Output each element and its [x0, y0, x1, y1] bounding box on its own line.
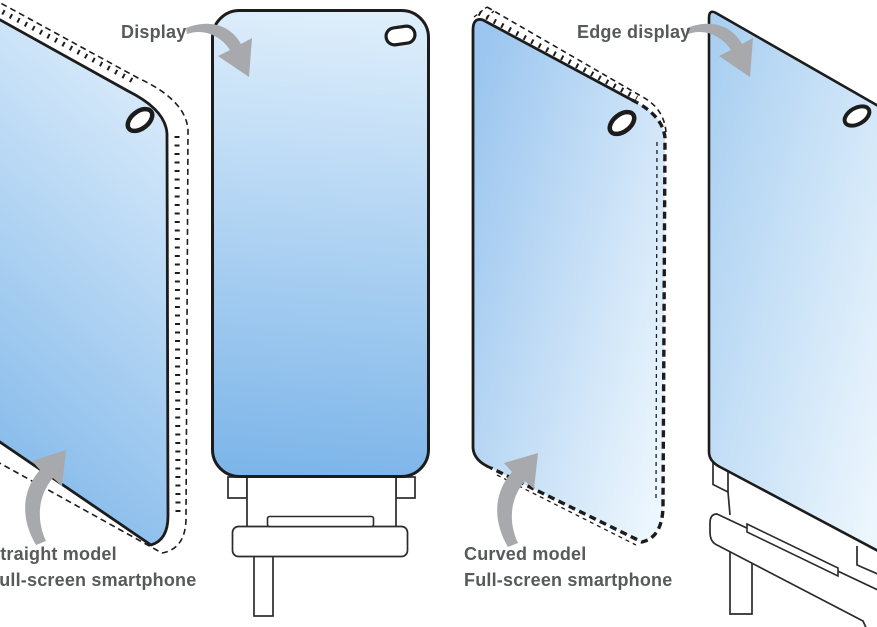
- edge-display-callout-arrow-icon: [687, 23, 753, 77]
- display-panel: [211, 9, 430, 478]
- display-callout-label: Display: [121, 22, 187, 42]
- straight-display-figure: [211, 9, 430, 617]
- driver-ic-bar: [746, 522, 839, 578]
- connector-right-tab: [395, 476, 416, 499]
- curved-model-caption-line2: Full-screen smartphone: [464, 570, 673, 590]
- curved-model-caption-line1: Curved model: [464, 544, 587, 564]
- screen-solid-edges: [471, 18, 634, 470]
- curved-phone-figure: [471, 6, 667, 546]
- edge-display-figure: [707, 10, 877, 627]
- straight-model-caption-line2: Full-screen smartphone: [0, 570, 197, 590]
- top-edge-outer-dashed: [486, 6, 667, 133]
- connector-body-edge: [727, 491, 877, 575]
- straight-model-caption-line1: Straight model: [0, 544, 117, 564]
- display-panel: [707, 10, 877, 552]
- display-callout-arrow-icon: [186, 23, 252, 77]
- camera-hole-icon: [125, 106, 155, 134]
- driver-ic-bar: [266, 515, 375, 528]
- curved-edge-dashed: [490, 98, 667, 544]
- camera-hole-icon: [842, 104, 872, 128]
- straight-model-arrow-icon: [25, 450, 66, 545]
- curved-model-arrow-icon: [497, 453, 538, 547]
- phone-screen: [473, 19, 665, 542]
- connector-bar: [231, 525, 409, 558]
- top-edge-hatching: [0, 7, 135, 84]
- edge-display-callout-label: Edge display: [577, 22, 691, 42]
- camera-hole-icon: [607, 109, 637, 137]
- phone-screen: [0, 18, 170, 547]
- straight-phone-figure: [0, 1, 189, 554]
- connector-bar: [709, 513, 877, 627]
- camera-hole-icon: [384, 24, 417, 47]
- connector-left-tab: [227, 476, 248, 499]
